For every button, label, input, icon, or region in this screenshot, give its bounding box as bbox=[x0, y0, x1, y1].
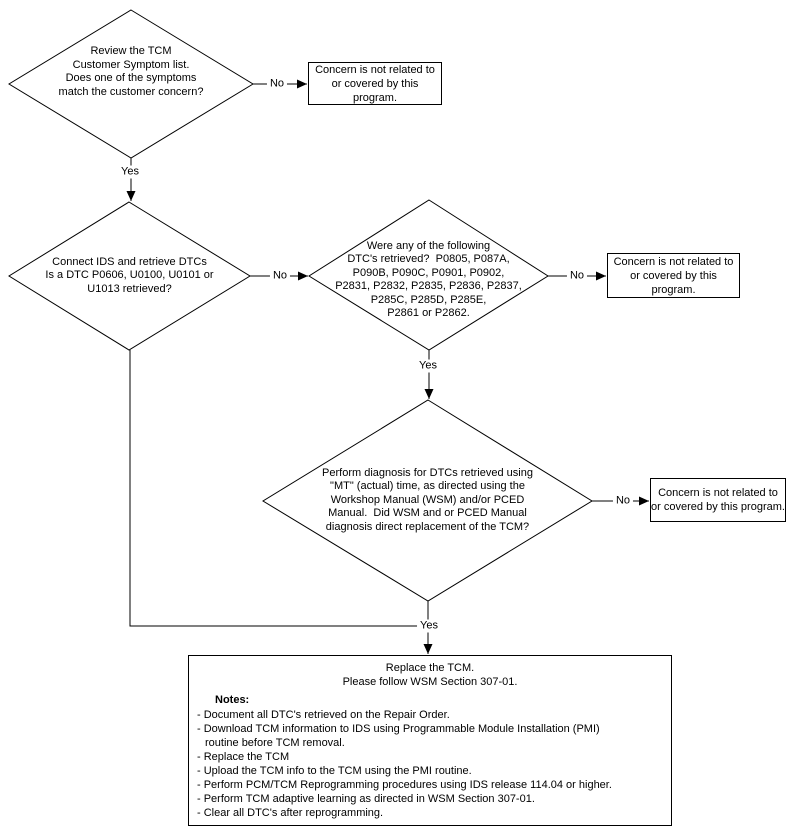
edge-label-yes-3: Yes bbox=[416, 359, 440, 373]
outcome-box-1: Concern is not related to or covered by … bbox=[308, 62, 442, 105]
note-item: - Replace the TCM bbox=[197, 751, 290, 763]
edge-label-no-1: No bbox=[266, 77, 288, 91]
final-title: Replace the TCM. bbox=[385, 662, 475, 674]
final-action-box: Replace the TCM. Please follow WSM Secti… bbox=[188, 655, 672, 826]
note-item: - Perform TCM adaptive learning as direc… bbox=[197, 793, 535, 805]
outcome-box-3: Concern is not related to or covered by … bbox=[650, 478, 786, 522]
outcome-box-2: Concern is not related to or covered by … bbox=[607, 253, 740, 298]
decision1-text: Review the TCM Customer Symptom list. Do… bbox=[58, 45, 204, 98]
decision-diamond-symptom-list bbox=[8, 9, 254, 159]
note-item: - Document all DTC's retrieved on the Re… bbox=[197, 709, 450, 721]
decision2-text: Connect IDS and retrieve DTCs Is a DTC P… bbox=[45, 255, 214, 295]
decision3-text: Were any of the following DTC's retrieve… bbox=[335, 239, 522, 320]
edge-label-no-2: No bbox=[269, 269, 291, 283]
note-item: - Upload the TCM info to the TCM using t… bbox=[197, 765, 472, 777]
decision-diamond-dtc-list bbox=[308, 199, 549, 351]
decision4-text: Perform diagnosis for DTCs retrieved usi… bbox=[322, 466, 533, 533]
note-item: - Perform PCM/TCM Reprogramming procedur… bbox=[197, 779, 612, 791]
connector-decision2-yes bbox=[129, 350, 428, 627]
edge-label-yes-4: Yes bbox=[417, 619, 441, 633]
edge-label-yes-1: Yes bbox=[118, 165, 142, 179]
notes-heading: Notes: bbox=[215, 694, 250, 706]
edge-label-no-3: No bbox=[566, 269, 588, 283]
final-subtitle: Please follow WSM Section 307-01. bbox=[342, 676, 518, 688]
decision-diamond-dtc-p0606 bbox=[8, 201, 251, 351]
decision-diamond-wsm-diagnosis bbox=[262, 399, 593, 602]
note-item: - Download TCM information to IDS using … bbox=[197, 723, 600, 749]
notes-list: - Document all DTC's retrieved on the Re… bbox=[197, 708, 663, 820]
edge-label-no-4: No bbox=[612, 494, 634, 508]
note-item: - Clear all DTC's after reprogramming. bbox=[197, 807, 384, 819]
